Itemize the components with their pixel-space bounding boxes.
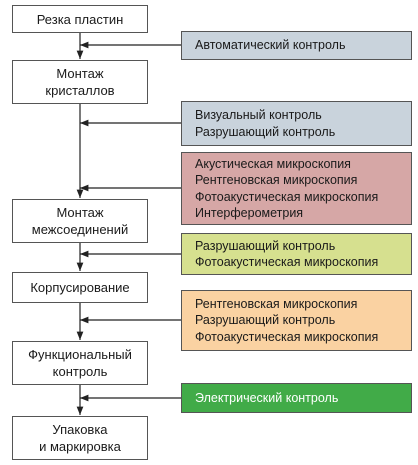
step-label: контроль: [52, 364, 108, 379]
step-label: Монтаж: [56, 66, 104, 81]
control-label: Акустическая микроскопия: [195, 156, 351, 171]
step-label: Монтаж: [56, 205, 104, 220]
control-label: Разрушающий контроль: [195, 313, 336, 328]
step-packing-marking: Упаковка и маркировка: [12, 416, 148, 460]
step-label: межсоединений: [31, 222, 129, 237]
step-label: Упаковка: [52, 422, 108, 437]
step-label: Функциональный: [28, 347, 132, 362]
control-box-xray-destructive-photoacoustic: Рентгеновская микроскопия Разрушающий ко…: [181, 290, 412, 351]
step-label: и маркировка: [39, 439, 121, 454]
step-die-mounting: Монтаж кристаллов: [12, 60, 148, 104]
control-box-electrical: Электрический контроль: [181, 383, 412, 413]
step-packaging-encapsulation: Корпусирование: [12, 272, 148, 303]
control-label: Разрушающий контроль: [195, 124, 336, 139]
step-label: Корпусирование: [30, 280, 130, 295]
step-interconnect-mounting: Монтаж межсоединений: [12, 199, 148, 243]
step-functional-testing: Функциональный контроль: [12, 341, 148, 385]
control-box-microscopy: Акустическая микроскопия Рентгеновская м…: [181, 152, 412, 225]
step-label: кристаллов: [45, 83, 115, 98]
control-label: Электрический контроль: [195, 390, 339, 405]
control-label: Визуальный контроль: [195, 108, 322, 122]
control-box-automatic: Автоматический контроль: [181, 31, 412, 60]
control-label: Рентгеновская микроскопия: [195, 173, 358, 187]
step-wafer-cutting: Резка пластин: [12, 5, 148, 33]
control-label: Разрушающий контроль: [195, 238, 336, 253]
control-box-destructive-photoacoustic: Разрушающий контроль Фотоакустическая ми…: [181, 233, 412, 275]
control-label: Рентгеновская микроскопия: [195, 296, 358, 311]
control-label: Автоматический контроль: [195, 38, 346, 53]
control-label: Фотоакустическая микроскопия: [195, 329, 379, 344]
step-label: Резка пластин: [36, 11, 124, 27]
control-label: Фотоакустическая микроскопия: [195, 255, 379, 269]
control-label: Фотоакустическая микроскопия: [195, 189, 379, 204]
control-label: Интерферометрия: [195, 206, 304, 220]
control-box-visual-destructive: Визуальный контроль Разрушающий контроль: [181, 101, 412, 146]
